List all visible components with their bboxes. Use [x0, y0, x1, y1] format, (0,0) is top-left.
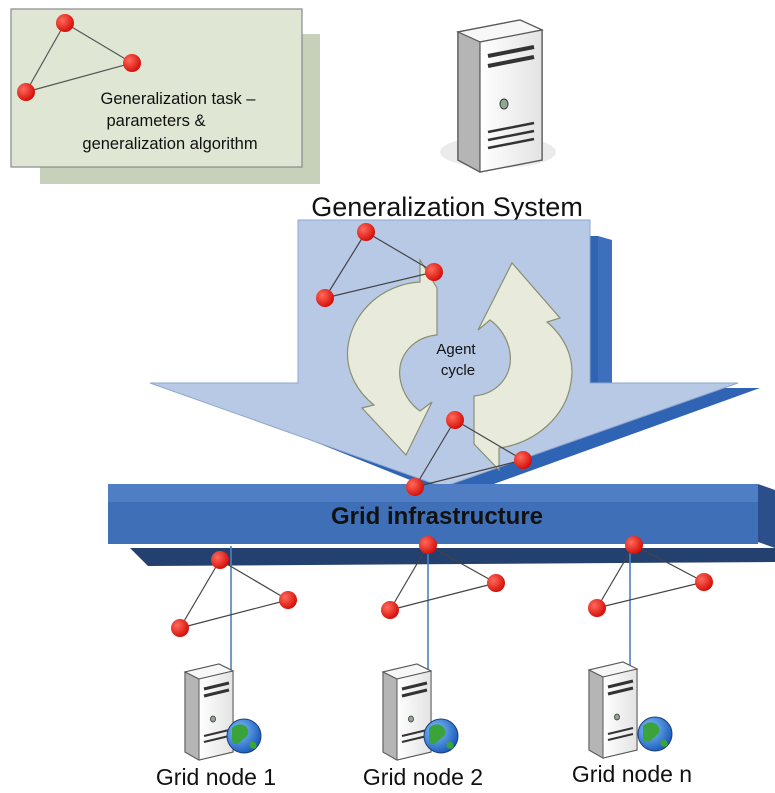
- grid-node-n-server-icon: [587, 660, 639, 760]
- cycle-arrow-left: [346, 257, 438, 457]
- grid-node-1-label: Grid node 1: [156, 764, 276, 790]
- generalization-task-note: Generalization task – parameters & gener…: [10, 8, 320, 184]
- note-card: [10, 8, 303, 168]
- grid-node-2: Grid node 2: [363, 536, 505, 790]
- task-note-line-2: parameters &: [106, 112, 205, 130]
- graph-node: [425, 263, 443, 281]
- grid-node-2-server-icon: [381, 662, 433, 762]
- bar-top-highlight: [108, 484, 758, 502]
- generalization-system-server-icon: [438, 18, 558, 174]
- cycle-arrow-right: [473, 261, 573, 472]
- graph-node: [56, 14, 74, 32]
- agent-cycle: Agent cycle: [346, 257, 573, 472]
- graph-node: [419, 536, 437, 554]
- bar-right-face: [758, 484, 775, 548]
- graph-node: [381, 601, 399, 619]
- agent-cycle-line-1: Agent: [436, 341, 476, 358]
- arrow-shadow-right-edge: [598, 236, 612, 388]
- grid-node-n-label: Grid node n: [572, 761, 692, 787]
- graph-node: [588, 599, 606, 617]
- task-graph: [25, 22, 133, 93]
- grid-infrastructure-bar: Grid infrastructure: [108, 484, 775, 566]
- system-to-grid-arrow: [149, 219, 760, 498]
- graph-node: [211, 551, 229, 569]
- grid-infrastructure-label: Grid infrastructure: [331, 503, 543, 530]
- graph-node: [171, 619, 189, 637]
- graph-node: [487, 574, 505, 592]
- globe-icon: [423, 718, 459, 754]
- graph-node: [279, 591, 297, 609]
- agent-graph: [406, 411, 532, 496]
- grid-node-n: Grid node n: [572, 536, 713, 787]
- bar-shadow: [130, 548, 775, 566]
- graph-node: [406, 478, 424, 496]
- graph-node: [123, 54, 141, 72]
- grid-node-1-server-icon: [183, 662, 235, 762]
- task-note-line-1: Generalization task –: [100, 90, 256, 108]
- arrow-body: [149, 219, 739, 488]
- agent-cycle-line-2: cycle: [441, 362, 475, 379]
- graph-node: [357, 223, 375, 241]
- globe-icon: [226, 718, 262, 754]
- globe-icon: [637, 716, 673, 752]
- graph-node: [625, 536, 643, 554]
- graph-node: [514, 451, 532, 469]
- graph-node: [446, 411, 464, 429]
- task-note-line-3: generalization algorithm: [82, 135, 257, 153]
- graph-node: [316, 289, 334, 307]
- system-graph: [316, 223, 443, 307]
- graph-node: [695, 573, 713, 591]
- generalization-system-label: Generalization System: [311, 192, 583, 222]
- grid-node-1: Grid node 1: [156, 546, 297, 790]
- grid-node-2-label: Grid node 2: [363, 764, 483, 790]
- graph-node: [17, 83, 35, 101]
